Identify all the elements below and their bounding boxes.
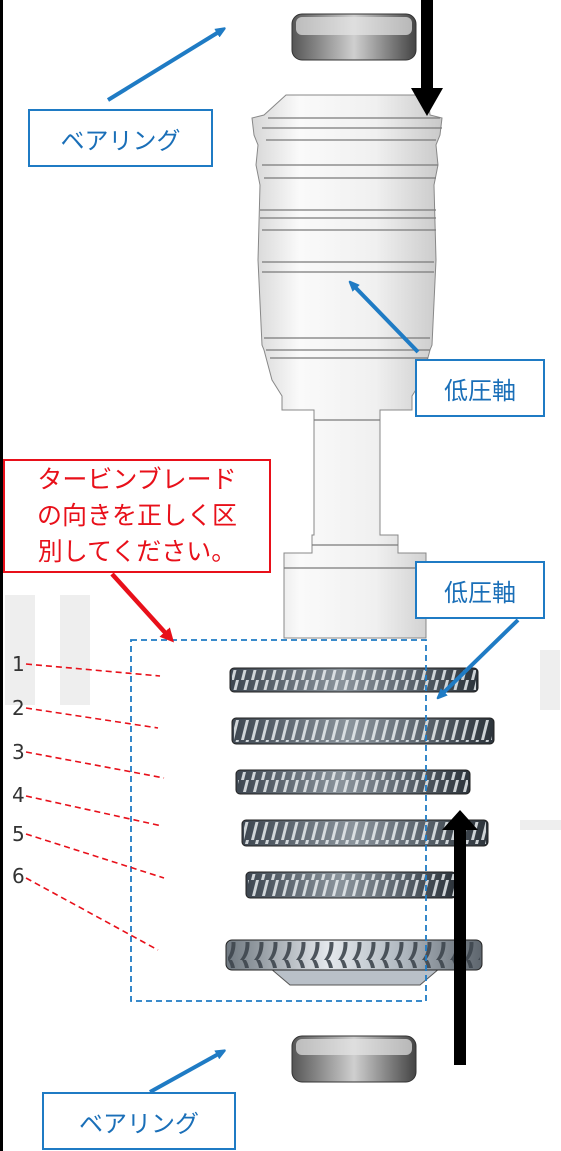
stage-number-6: 6 xyxy=(12,864,25,888)
turbine-group-box xyxy=(130,639,427,1002)
low-pressure-shaft-upper-callout: 低圧軸 xyxy=(415,359,545,417)
disc-stage-1 xyxy=(229,667,479,693)
left-border xyxy=(0,0,3,1151)
disc-stage-3 xyxy=(235,769,471,795)
up-arrow-icon xyxy=(442,810,478,1065)
bearing-bottom-callout: ベアリング xyxy=(42,1092,236,1150)
instruction-line-1: タービンブレード xyxy=(37,465,237,494)
watermark xyxy=(5,595,561,830)
stage-number-1: 1 xyxy=(12,652,25,676)
disc-stage-5 xyxy=(245,871,457,899)
stage-number-3: 3 xyxy=(12,740,25,764)
top-bearing xyxy=(291,13,417,61)
disc-stage-2 xyxy=(231,717,495,745)
turbine-blade-instruction-callout: タービンブレード の向きを正しく区 別してください。 xyxy=(3,459,271,573)
bottom-bearing xyxy=(291,1035,417,1083)
low-pressure-shaft-lower-callout: 低圧軸 xyxy=(415,561,545,619)
bearing-bottom-label: ベアリング xyxy=(79,1109,199,1138)
stage-number-5: 5 xyxy=(12,822,25,846)
callout-arrows xyxy=(106,30,520,1094)
stage-number-4: 4 xyxy=(12,783,25,807)
low-pressure-shaft xyxy=(251,94,443,639)
disc-stage-6 xyxy=(225,939,483,986)
stage-leader-lines xyxy=(25,663,165,951)
low-pressure-shaft-lower-label: 低圧軸 xyxy=(444,578,516,607)
stage-number-2: 2 xyxy=(12,696,25,720)
instruction-line-2: の向きを正しく区 xyxy=(36,501,237,530)
low-pressure-shaft-upper-label: 低圧軸 xyxy=(444,376,516,405)
assembly-arrows xyxy=(411,0,478,1065)
instruction-arrow xyxy=(110,572,175,643)
bearing-top-label: ベアリング xyxy=(60,126,181,155)
down-arrow-icon xyxy=(411,0,443,116)
bearing-top-callout: ベアリング xyxy=(28,109,213,167)
instruction-line-3: 別してください。 xyxy=(37,537,237,566)
